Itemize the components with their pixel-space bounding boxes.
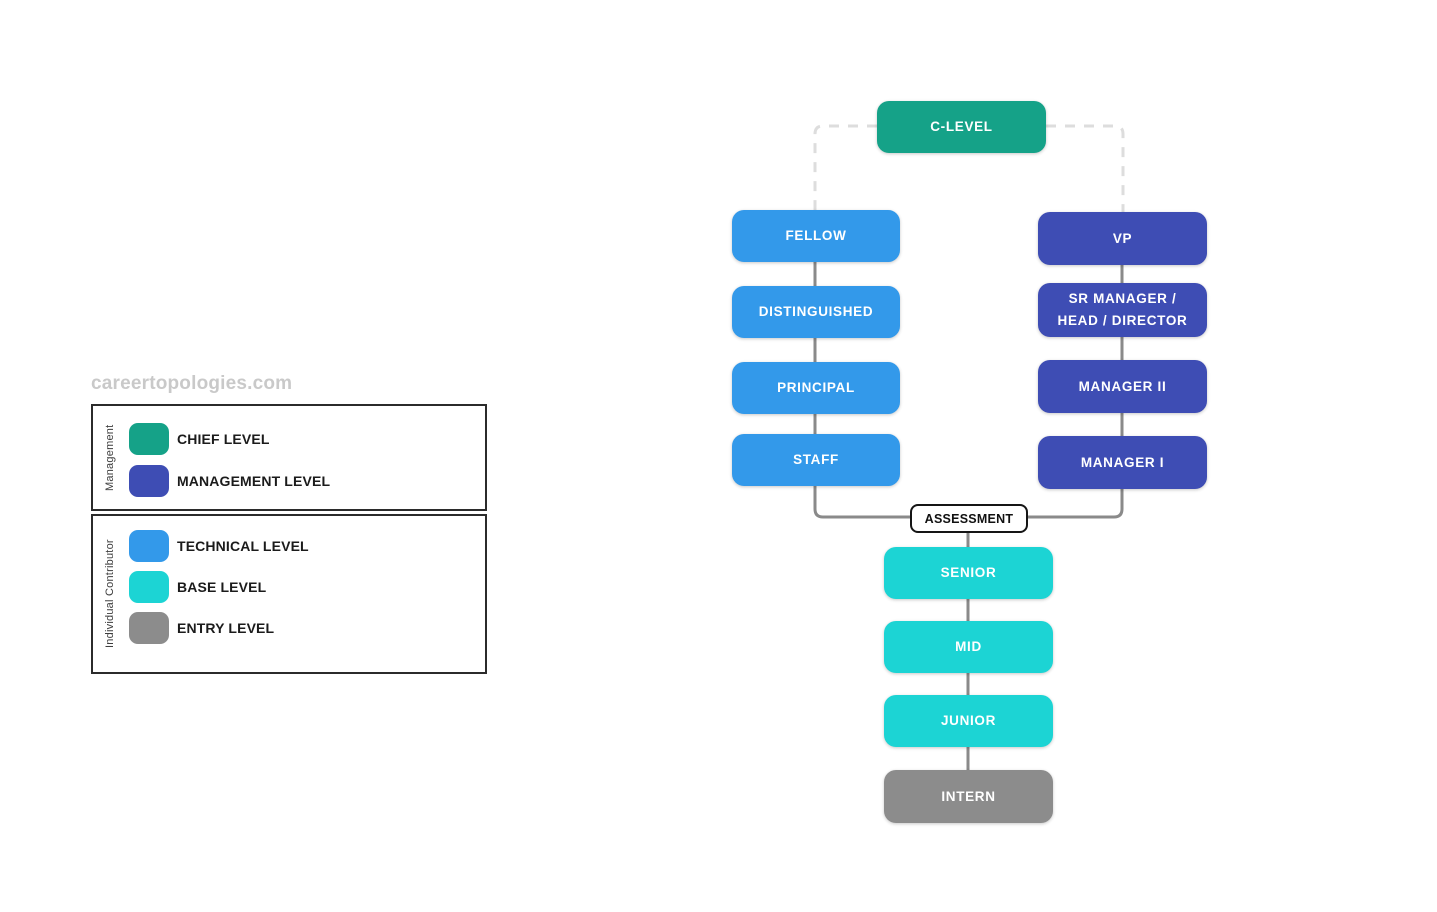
legend-item-label: BASE LEVEL (177, 579, 267, 595)
node-junior: JUNIOR (884, 695, 1053, 747)
node-mid: MID (884, 621, 1053, 673)
legend-item-base-level: BASE LEVEL (129, 571, 266, 603)
legend-item-label: ENTRY LEVEL (177, 620, 275, 636)
dashed-connector-clevel-to-vp (1046, 124, 1125, 212)
legend-item-entry-level: ENTRY LEVEL (129, 612, 274, 644)
legend-item-label: TECHNICAL LEVEL (177, 538, 309, 554)
base-level-swatch (129, 571, 169, 603)
legend-group-individual-contributor-label: Individual Contributor (104, 539, 116, 649)
legend-item-technical-level: TECHNICAL LEVEL (129, 530, 309, 562)
legend-item-label: MANAGEMENT LEVEL (177, 473, 331, 489)
node-vp: VP (1038, 212, 1207, 265)
node-manager-i: MANAGER I (1038, 436, 1207, 489)
node-c-level: C-LEVEL (877, 101, 1046, 153)
legend-item-label: CHIEF LEVEL (177, 431, 270, 447)
legend-group-management-label: Management (104, 424, 116, 491)
node-senior: SENIOR (884, 547, 1053, 599)
legend-group-management: Management CHIEF LEVEL MANAGEMENT LEVEL (91, 404, 487, 511)
legend-item-management-level: MANAGEMENT LEVEL (129, 465, 330, 497)
connector-staff-to-assessment (813, 485, 910, 519)
node-staff: STAFF (732, 434, 900, 486)
legend-group-individual-contributor: Individual Contributor TECHNICAL LEVEL B… (91, 514, 487, 674)
node-sr-manager-head-director: SR MANAGER / HEAD / DIRECTOR (1038, 283, 1207, 337)
entry-level-swatch (129, 612, 169, 644)
management-level-swatch (129, 465, 169, 497)
node-principal: PRINCIPAL (732, 362, 900, 414)
node-fellow: FELLOW (732, 210, 900, 262)
technical-level-swatch (129, 530, 169, 562)
node-distinguished: DISTINGUISHED (732, 286, 900, 338)
watermark: careertopologies.com (91, 373, 293, 394)
chief-level-swatch (129, 423, 169, 455)
dashed-connector-clevel-to-fellow (813, 124, 877, 210)
legend-item-chief-level: CHIEF LEVEL (129, 423, 270, 455)
assessment-node: ASSESSMENT (910, 504, 1028, 533)
node-manager-ii: MANAGER II (1038, 360, 1207, 413)
connector-manager-i-to-assessment (1028, 488, 1124, 519)
node-intern: INTERN (884, 770, 1053, 823)
